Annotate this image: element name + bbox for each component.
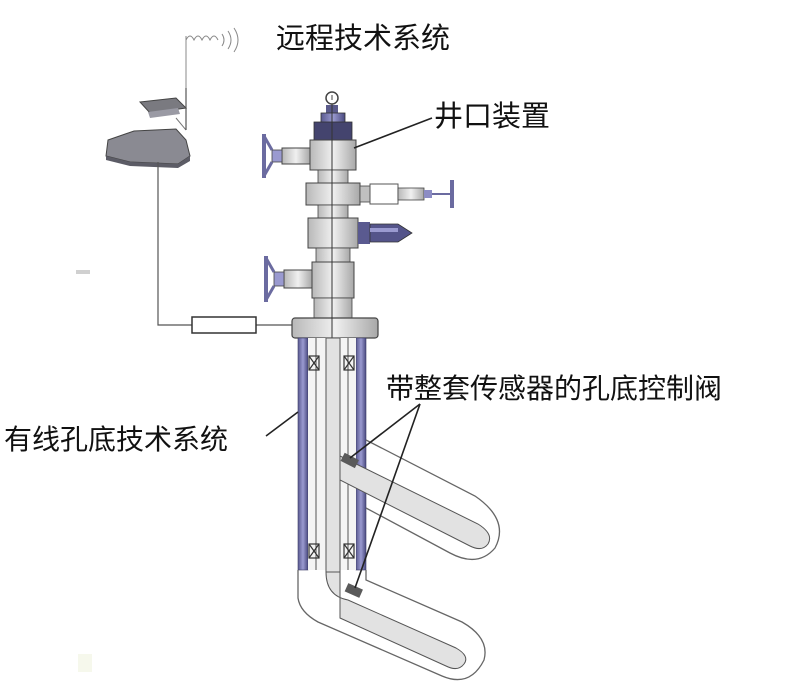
label-remote-system: 远程技术系统 xyxy=(276,21,451,55)
faint-mark xyxy=(76,270,90,274)
label-wired-downhole-system: 有线孔底技术系统 xyxy=(4,423,229,456)
leader-lines xyxy=(265,117,433,589)
faint-mark xyxy=(78,654,92,672)
lateral-wellbore-outline xyxy=(297,439,501,681)
wellhead-assembly xyxy=(262,91,454,339)
label-wellhead: 井口装置 xyxy=(434,99,551,133)
label-downhole-valve: 带整套传感器的孔底控制阀 xyxy=(386,372,723,405)
cable-connector-box xyxy=(191,316,257,334)
production-tubing xyxy=(325,337,491,670)
signal-cable xyxy=(157,88,294,326)
antenna-icon xyxy=(185,27,239,88)
remote-terminal-icon xyxy=(105,97,191,168)
